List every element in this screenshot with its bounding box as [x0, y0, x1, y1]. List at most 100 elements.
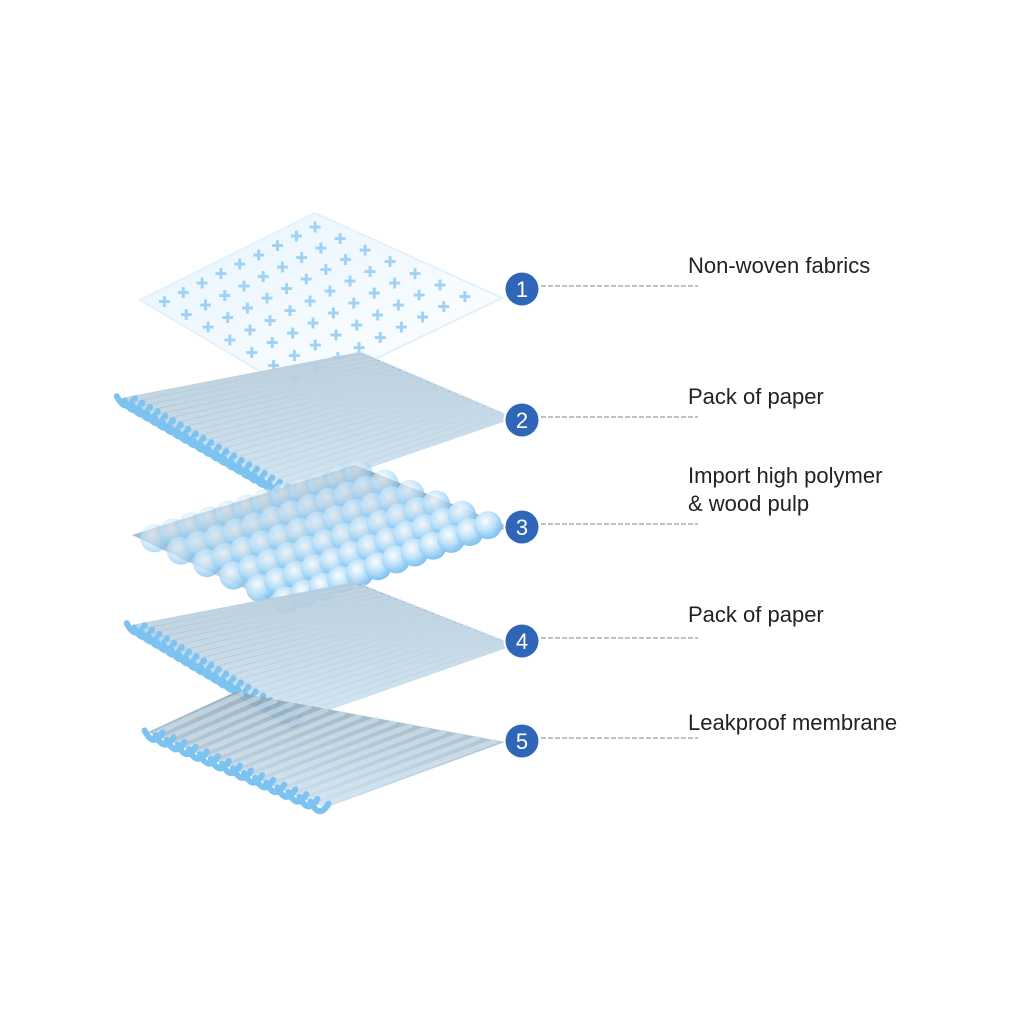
fiber-curl — [207, 755, 232, 772]
fiber — [185, 700, 296, 751]
fiber — [254, 402, 485, 478]
fiber-curl — [185, 746, 210, 762]
cross-mark: ✚ — [371, 308, 384, 325]
fiber — [155, 363, 393, 421]
cross-mark: ✚ — [347, 296, 360, 313]
label-leakproof-membrane: Leakproof membrane — [688, 710, 898, 735]
number-badge — [505, 510, 539, 544]
cross-mark: ✚ — [416, 309, 429, 326]
cross-mark: ✚ — [202, 320, 215, 337]
number-badge — [505, 624, 539, 658]
fiber — [148, 360, 386, 416]
cross-mark: ✚ — [252, 247, 265, 264]
fiber — [268, 632, 491, 709]
cross-mark: ✚ — [319, 262, 332, 279]
fiber-curl — [141, 727, 166, 743]
fiber — [132, 354, 372, 408]
cross-mark: ✚ — [359, 243, 372, 260]
label-polymer-line1: Import high polymer — [688, 463, 883, 488]
fiber — [274, 725, 430, 789]
fiber — [150, 586, 374, 639]
cross-mark: ✚ — [392, 297, 405, 314]
cross-mark: ✚ — [215, 266, 228, 283]
badge-number: 4 — [516, 629, 528, 654]
cross-mark: ✚ — [327, 305, 340, 322]
cross-mark: ✚ — [324, 283, 337, 300]
fiber — [275, 635, 498, 714]
cross-mark: ✚ — [177, 285, 190, 302]
fiber — [263, 722, 414, 785]
fiber — [232, 393, 463, 465]
fiber — [318, 738, 498, 808]
fiber — [260, 629, 484, 705]
cross-mark: ✚ — [261, 291, 274, 308]
cross-mark: ✚ — [238, 278, 251, 295]
number-badge — [505, 403, 539, 437]
badge-number: 3 — [516, 515, 528, 540]
cross-mark: ✚ — [334, 231, 347, 248]
badge-number: 1 — [516, 277, 528, 302]
fiber-curl — [285, 789, 310, 805]
layer-5-wave-fibers — [141, 691, 505, 815]
cross-mark: ✚ — [286, 325, 299, 342]
cross-mark: ✚ — [257, 269, 270, 286]
cross-mark: ✚ — [264, 313, 277, 330]
cross-mark: ✚ — [245, 345, 258, 362]
layer-3-spheres — [132, 459, 510, 615]
label-pack-of-paper-bottom: Pack of paper — [688, 602, 824, 627]
badge-number: 5 — [516, 729, 528, 754]
cross-mark: ✚ — [300, 271, 313, 288]
fiber — [307, 734, 481, 804]
fiber — [218, 709, 346, 766]
fiber — [125, 351, 365, 403]
fiber-curl — [274, 784, 299, 800]
cross-mark: ✚ — [233, 257, 246, 274]
fiber — [216, 612, 440, 679]
layer-2-wave-fibers — [113, 351, 515, 502]
fiber-curl — [230, 765, 255, 781]
fiber — [201, 381, 435, 447]
fiber-curl — [263, 779, 288, 796]
fiber — [140, 357, 379, 412]
cross-mark: ✚ — [244, 323, 257, 340]
fiber — [238, 621, 462, 692]
fiber — [163, 366, 400, 425]
fiber — [262, 405, 492, 482]
cross-mark: ✚ — [196, 275, 209, 292]
fiber — [163, 694, 262, 742]
fiber — [290, 641, 513, 723]
fiber — [223, 615, 447, 683]
fiber-curl — [174, 741, 199, 758]
cross-mark: ✚ — [437, 299, 450, 316]
cross-mark: ✚ — [180, 307, 193, 324]
fiber-curl — [152, 732, 177, 748]
cross-mark: ✚ — [221, 310, 234, 327]
fiber — [285, 728, 447, 794]
fiber — [207, 706, 329, 761]
fiber — [157, 589, 381, 643]
fiber — [186, 601, 411, 661]
fiber — [247, 399, 477, 474]
cross-mark: ✚ — [409, 266, 422, 283]
cross-mark: ✚ — [158, 294, 171, 311]
fiber — [164, 592, 389, 648]
cross-mark: ✚ — [434, 277, 447, 294]
fiber — [246, 623, 469, 696]
cross-mark: ✚ — [344, 274, 357, 291]
fiber — [283, 638, 505, 718]
cross-mark: ✚ — [395, 320, 408, 337]
fiber — [174, 697, 279, 747]
cross-mark: ✚ — [315, 240, 328, 257]
badge-number: 2 — [516, 408, 528, 433]
fiber-curl — [307, 798, 332, 815]
label-non-woven-fabrics: Non-woven fabrics — [688, 253, 871, 278]
fiber-curl — [163, 736, 188, 753]
cross-mark: ✚ — [241, 300, 254, 317]
cross-mark: ✚ — [266, 335, 279, 352]
fiber — [253, 626, 476, 701]
number-badge — [505, 272, 539, 306]
fiber — [186, 375, 421, 438]
fiber — [194, 603, 418, 665]
fiber — [241, 716, 380, 775]
